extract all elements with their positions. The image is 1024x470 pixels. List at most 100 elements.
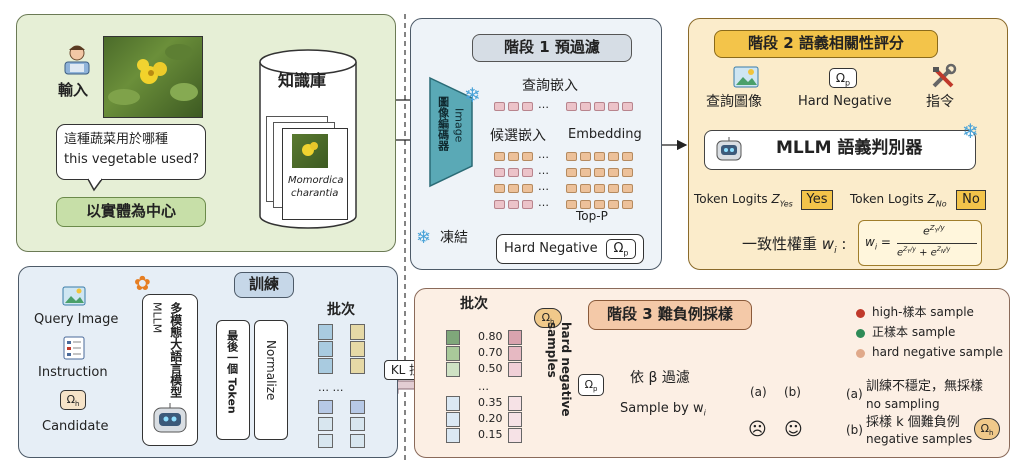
- mllm-col-en: MLLM: [150, 302, 164, 334]
- candidate-embed-cell: [622, 184, 633, 193]
- stage3-batch-cell: [446, 362, 460, 377]
- question-en: this vegetable used?: [64, 152, 200, 167]
- omega-p-badge: Ωp: [606, 239, 636, 259]
- candidate-embed-zh: 候選嵌入: [490, 128, 546, 144]
- candidate-embed-cell: [622, 168, 633, 177]
- training-title: 訓練: [234, 272, 294, 298]
- candidate-embed-cell: [522, 168, 533, 177]
- snowflake-icon: ❄: [464, 83, 481, 107]
- token-logits-no: Token Logits ZNo: [850, 192, 947, 209]
- score-value: 0.20: [478, 412, 503, 425]
- hard-negative-samples-label: hard negative samples: [545, 322, 573, 417]
- note-b-line1: 採樣 k 個難負例: [866, 415, 960, 430]
- batch-cell: [350, 434, 365, 448]
- query-embed-cell: [508, 102, 519, 111]
- legend-dot: [856, 309, 865, 318]
- omega-h-icon: Ωh: [60, 390, 86, 410]
- score-value: 0.70: [478, 346, 503, 359]
- stage3-batch-cell: [508, 412, 522, 427]
- stage3-batch-cell: [508, 362, 522, 377]
- candidate-embed-cell: [494, 184, 505, 193]
- input-plant-image: [103, 36, 203, 118]
- batch-cell: [318, 417, 333, 431]
- ellipsis: …: [538, 180, 549, 193]
- last-token-box: [216, 320, 250, 440]
- score-value: 0.15: [478, 428, 503, 441]
- batch-cell: [318, 324, 333, 340]
- kb-card-caption-2: charantia: [291, 188, 339, 199]
- training-dots: … …: [318, 381, 344, 394]
- omega-h-badge: Ωh: [534, 308, 562, 328]
- kb-card-caption-1: Momordica: [288, 175, 344, 186]
- robot-icon: [714, 136, 744, 164]
- stage3-title: 階段 3 難負例採樣: [588, 300, 752, 330]
- candidate-embed-cell: [566, 184, 577, 193]
- candidate-embed-cell: [608, 200, 619, 209]
- training-query-image: Query Image: [34, 312, 119, 327]
- stage2-snowflake-icon: ❄: [962, 119, 979, 143]
- query-embed-cell: [522, 102, 533, 111]
- omega-h-badge: Ωh: [974, 418, 1000, 440]
- weight-formula: wi = eZY/y eZY/y + eZN/y: [858, 220, 982, 266]
- query-image-icon: [62, 286, 86, 306]
- candidate-embed-cell: [608, 184, 619, 193]
- candidate-embed-cell: [594, 152, 605, 161]
- batch-cell: [350, 417, 365, 431]
- tools-icon: [930, 63, 958, 90]
- candidate-embed-cell: [622, 200, 633, 209]
- legend-dot: [856, 349, 865, 358]
- query-image-icon: [733, 66, 759, 88]
- candidate-embed-cell: [580, 168, 591, 177]
- query-embed-cell: [580, 102, 591, 111]
- candidate-embed-cell: [522, 152, 533, 161]
- query-embed-cell: [494, 102, 505, 111]
- training-candidate: Candidate: [42, 419, 109, 434]
- encoder-zh: 圖像編碼器: [436, 96, 450, 151]
- omega-p-icon: Ωp: [829, 68, 857, 88]
- stage3-batch-cell: [508, 346, 522, 361]
- stage3-batch-cell: [508, 428, 522, 443]
- image-encoder: [428, 76, 474, 188]
- batch-cell: [350, 400, 365, 414]
- no-badge: No: [956, 190, 986, 210]
- stage2-query-image: 查詢圖像: [706, 94, 762, 110]
- stressed-person-icon: ☹: [748, 419, 767, 440]
- candidate-embed-cell: [580, 184, 591, 193]
- candidate-embed-cell: [522, 184, 533, 193]
- frozen-label: 凍結: [440, 230, 468, 246]
- stage3-batch-cell: [446, 428, 460, 443]
- training-batch-label: 批次: [327, 302, 355, 318]
- candidate-embed-cell: [566, 152, 577, 161]
- score-value: 0.80: [478, 330, 503, 343]
- candidate-embed-cell: [594, 168, 605, 177]
- query-embed-cell: [622, 102, 633, 111]
- query-embed-label: 查詢嵌入: [522, 78, 578, 94]
- hard-negative-label: Hard Negative: [504, 241, 598, 256]
- stage3-batch-cell: [446, 346, 460, 361]
- note-b-line2: negative samples: [866, 432, 973, 446]
- instruction-icon: [62, 336, 86, 360]
- batch-cell: [318, 400, 333, 414]
- stage3-batch-cell: [508, 330, 522, 345]
- stage3-batch-cell: [446, 396, 460, 411]
- ellipsis: …: [538, 164, 549, 177]
- legend-label: hard negative sample: [872, 345, 1004, 359]
- question-bubble: [56, 124, 206, 180]
- candidate-embed-cell: [608, 168, 619, 177]
- normalize-label: Normalize: [263, 340, 278, 401]
- frozen-snowflake-icon: ❄: [416, 227, 432, 248]
- batch-cell: [318, 341, 333, 357]
- stage2-hard-negative: Hard Negative: [798, 94, 892, 109]
- mllm-col-zh: 多模態大語言模型: [168, 302, 183, 398]
- user-icon: [60, 42, 94, 76]
- entity-centric-button[interactable]: 以實體為中心: [56, 197, 206, 227]
- candidate-embed-cell: [508, 200, 519, 209]
- token-logits-yes: Token Logits ZYes: [694, 192, 793, 209]
- candidate-embed-cell: [594, 184, 605, 193]
- note-a-line2: no sampling: [866, 397, 940, 411]
- training-instruction: Instruction: [38, 365, 108, 380]
- candidate-embed-en: Embedding: [568, 127, 642, 142]
- stage3-batch-cell: [446, 330, 460, 345]
- zone-b-label: (b): [784, 385, 801, 399]
- weight-label: 一致性權重 wi :: [742, 235, 847, 256]
